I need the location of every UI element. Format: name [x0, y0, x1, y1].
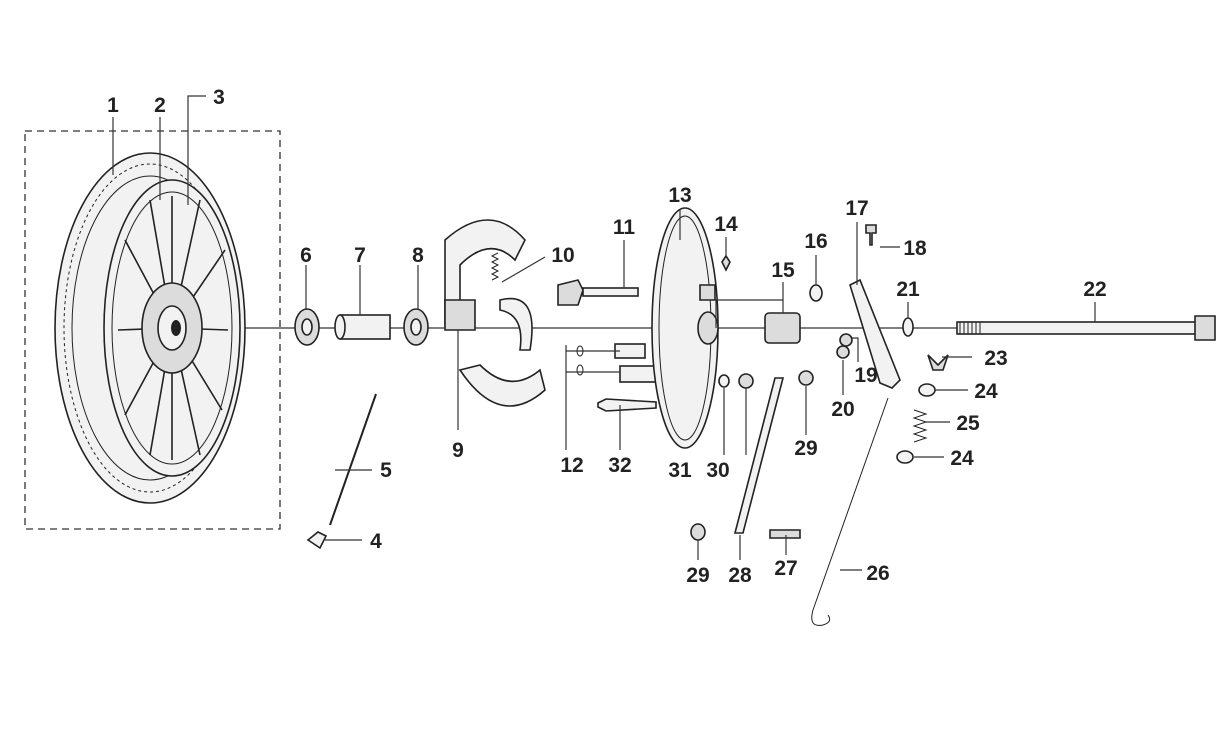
callout-4: 4	[370, 530, 382, 553]
brake-lever-17	[849, 278, 901, 389]
nut-29-lower	[690, 523, 706, 541]
spacer-7	[334, 314, 391, 340]
nut-20	[836, 345, 850, 359]
callout-24-lower: 24	[950, 447, 974, 470]
callout-14: 14	[714, 213, 738, 236]
bolt-27	[769, 529, 801, 539]
callout-25: 25	[956, 412, 980, 435]
washer-16	[809, 284, 823, 302]
callout-21: 21	[896, 278, 920, 301]
brake-shoes-9	[444, 219, 546, 407]
callout-17: 17	[845, 197, 868, 220]
callout-23: 23	[984, 347, 1007, 370]
callout-labels: 1 2 3 4 5 6 7 8 9 10 11 12 13 14 15 16 1…	[107, 86, 1107, 587]
leader-lines	[112, 95, 1096, 571]
washer-24-upper	[918, 383, 936, 397]
callout-29-lower: 29	[686, 564, 709, 587]
nut-19	[839, 333, 853, 347]
callout-8: 8	[412, 244, 424, 267]
callout-24-upper: 24	[974, 380, 998, 403]
callout-7: 7	[354, 244, 366, 267]
callout-20: 20	[831, 398, 854, 421]
callout-3: 3	[213, 86, 225, 109]
washer-30	[738, 373, 754, 389]
screw-18	[865, 224, 877, 246]
callout-12: 12	[560, 454, 583, 477]
wheel-assembly-box	[24, 130, 281, 530]
callout-6: 6	[300, 244, 312, 267]
callout-10: 10	[551, 244, 574, 267]
wing-nut-23	[927, 354, 949, 371]
spring-10	[490, 252, 500, 281]
washer-21	[902, 317, 914, 337]
callout-30: 30	[706, 459, 729, 482]
bearing-8	[403, 308, 429, 346]
bearing-6	[294, 308, 320, 346]
wheel-assembly	[54, 152, 246, 504]
washer-24-lower	[896, 450, 914, 464]
callout-5: 5	[380, 459, 392, 482]
callout-11: 11	[613, 216, 636, 239]
callout-27: 27	[774, 557, 797, 580]
spoke-nipple-4	[306, 531, 328, 550]
callout-32: 32	[608, 454, 631, 477]
callout-31: 31	[668, 459, 692, 482]
callout-2: 2	[154, 94, 166, 117]
callout-22: 22	[1083, 278, 1106, 301]
callout-29-upper: 29	[794, 437, 817, 460]
grease-nipple-14	[721, 254, 731, 272]
bolt-32	[597, 398, 657, 412]
brake-cam-11	[557, 279, 639, 306]
spacer-15	[764, 312, 801, 344]
washer-31	[718, 374, 730, 388]
callout-28: 28	[728, 564, 752, 587]
callout-1: 1	[107, 94, 119, 117]
spring-25	[912, 409, 928, 443]
callout-19: 19	[854, 364, 877, 387]
callout-15: 15	[771, 259, 795, 282]
callout-13: 13	[668, 184, 691, 207]
spoke-5	[329, 393, 377, 526]
axle-22	[956, 315, 1216, 341]
pins-12	[576, 343, 659, 383]
brake-plate-13	[651, 207, 719, 449]
callout-9: 9	[452, 439, 464, 462]
nut-29-upper	[798, 370, 814, 386]
callout-16: 16	[804, 230, 827, 253]
link-28	[733, 377, 785, 534]
callout-26: 26	[866, 562, 889, 585]
callout-18: 18	[903, 237, 927, 260]
brake-rod-26	[811, 397, 889, 626]
